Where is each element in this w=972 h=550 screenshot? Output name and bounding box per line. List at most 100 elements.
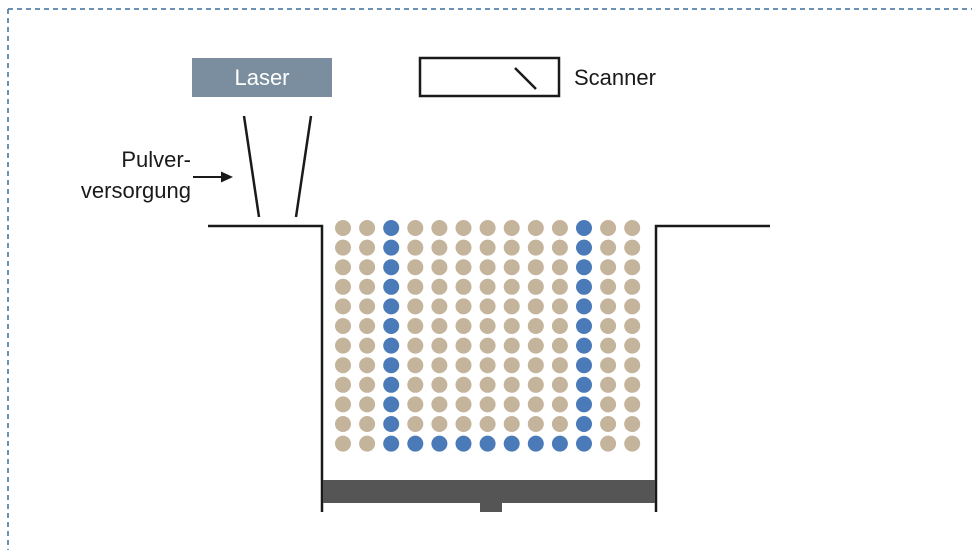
- powder-particle: [335, 259, 351, 276]
- powder-particle: [455, 259, 472, 276]
- powder-particle: [359, 298, 376, 315]
- powder-particle: [600, 220, 617, 236]
- fused-particle: [383, 298, 400, 315]
- fused-particle: [576, 278, 592, 295]
- powder-particle: [624, 396, 641, 413]
- powder-particle: [359, 376, 376, 393]
- powder-particle: [551, 298, 568, 315]
- powder-particle: [479, 337, 496, 354]
- powder-particle: [407, 416, 424, 432]
- powder-particle: [503, 298, 520, 315]
- powder-particle: [335, 298, 351, 315]
- powder-particle: [551, 416, 568, 432]
- powder-supply-label-line1: Pulver-: [121, 147, 191, 172]
- powder-supply-annotation: Pulver- versorgung: [81, 147, 233, 203]
- powder-particle: [503, 416, 520, 432]
- powder-particle: [624, 259, 641, 276]
- powder-particle: [335, 239, 351, 256]
- powder-particle: [624, 357, 641, 374]
- powder-particle: [479, 318, 496, 334]
- powder-particle: [527, 259, 544, 276]
- powder-particle: [335, 318, 351, 334]
- powder-particle: [503, 239, 520, 256]
- fused-particle: [576, 337, 592, 354]
- fused-particle: [455, 435, 472, 452]
- fused-particle: [576, 298, 592, 315]
- powder-particle: [455, 376, 472, 393]
- powder-particle: [624, 435, 641, 452]
- powder-particle: [359, 259, 376, 276]
- powder-particle: [431, 298, 448, 315]
- fused-particle: [383, 220, 400, 236]
- powder-particle: [624, 220, 641, 236]
- powder-particle: [455, 278, 472, 295]
- powder-particle: [527, 396, 544, 413]
- powder-particle: [431, 239, 448, 256]
- powder-particle: [600, 298, 617, 315]
- powder-particle: [335, 376, 351, 393]
- powder-particle: [479, 416, 496, 432]
- fused-particle: [383, 435, 400, 452]
- powder-particle: [479, 239, 496, 256]
- powder-particle: [551, 337, 568, 354]
- powder-particle: [359, 337, 376, 354]
- powder-particle: [407, 278, 424, 295]
- fused-particle: [576, 239, 592, 256]
- powder-particle: [407, 376, 424, 393]
- powder-particle: [551, 259, 568, 276]
- fused-particle: [576, 416, 592, 432]
- powder-particle: [455, 396, 472, 413]
- laser-box: [192, 58, 332, 97]
- fused-particle: [383, 396, 400, 413]
- fused-particle: [503, 435, 520, 452]
- laser-label: Laser: [234, 65, 289, 90]
- powder-particle: [431, 278, 448, 295]
- powder-particle: [551, 396, 568, 413]
- powder-particle: [624, 318, 641, 334]
- fused-particle: [576, 396, 592, 413]
- powder-particle: [527, 318, 544, 334]
- fused-particle: [407, 435, 424, 452]
- powder-particle: [407, 337, 424, 354]
- fused-particle: [383, 357, 400, 374]
- powder-particle: [359, 416, 376, 432]
- powder-particle: [527, 376, 544, 393]
- fused-particle: [527, 435, 544, 452]
- powder-particle: [335, 396, 351, 413]
- powder-particle: [527, 416, 544, 432]
- fused-particle: [576, 357, 592, 374]
- powder-particle: [527, 337, 544, 354]
- fused-particle: [576, 376, 592, 393]
- powder-particle: [503, 318, 520, 334]
- powder-particle: [479, 220, 496, 236]
- powder-particle: [479, 396, 496, 413]
- powder-particle: [600, 278, 617, 295]
- powder-particle: [624, 376, 641, 393]
- powder-particle: [600, 376, 617, 393]
- laser-beam-left: [242, 115, 261, 218]
- powder-particle: [479, 259, 496, 276]
- powder-particle: [359, 239, 376, 256]
- powder-particle: [455, 337, 472, 354]
- powder-particle: [503, 357, 520, 374]
- powder-particle: [407, 220, 424, 236]
- powder-particle: [624, 239, 641, 256]
- powder-particle: [455, 298, 472, 315]
- powder-particle: [431, 337, 448, 354]
- fused-particle: [576, 435, 592, 452]
- powder-particle: [407, 396, 424, 413]
- powder-supply-arrowhead: [221, 171, 233, 183]
- powder-particle: [527, 220, 544, 236]
- build-chamber-outline-right: [654, 224, 770, 512]
- powder-supply-label-line2: versorgung: [81, 178, 191, 203]
- fused-particle: [576, 259, 592, 276]
- fused-particle: [576, 318, 592, 334]
- powder-particle: [407, 318, 424, 334]
- powder-particle: [600, 239, 617, 256]
- powder-particle: [407, 298, 424, 315]
- scanner-mirror: [514, 67, 537, 90]
- scanner-unit: Scanner: [418, 56, 656, 98]
- powder-bed: [335, 220, 641, 452]
- powder-particle: [359, 278, 376, 295]
- powder-particle: [359, 220, 376, 236]
